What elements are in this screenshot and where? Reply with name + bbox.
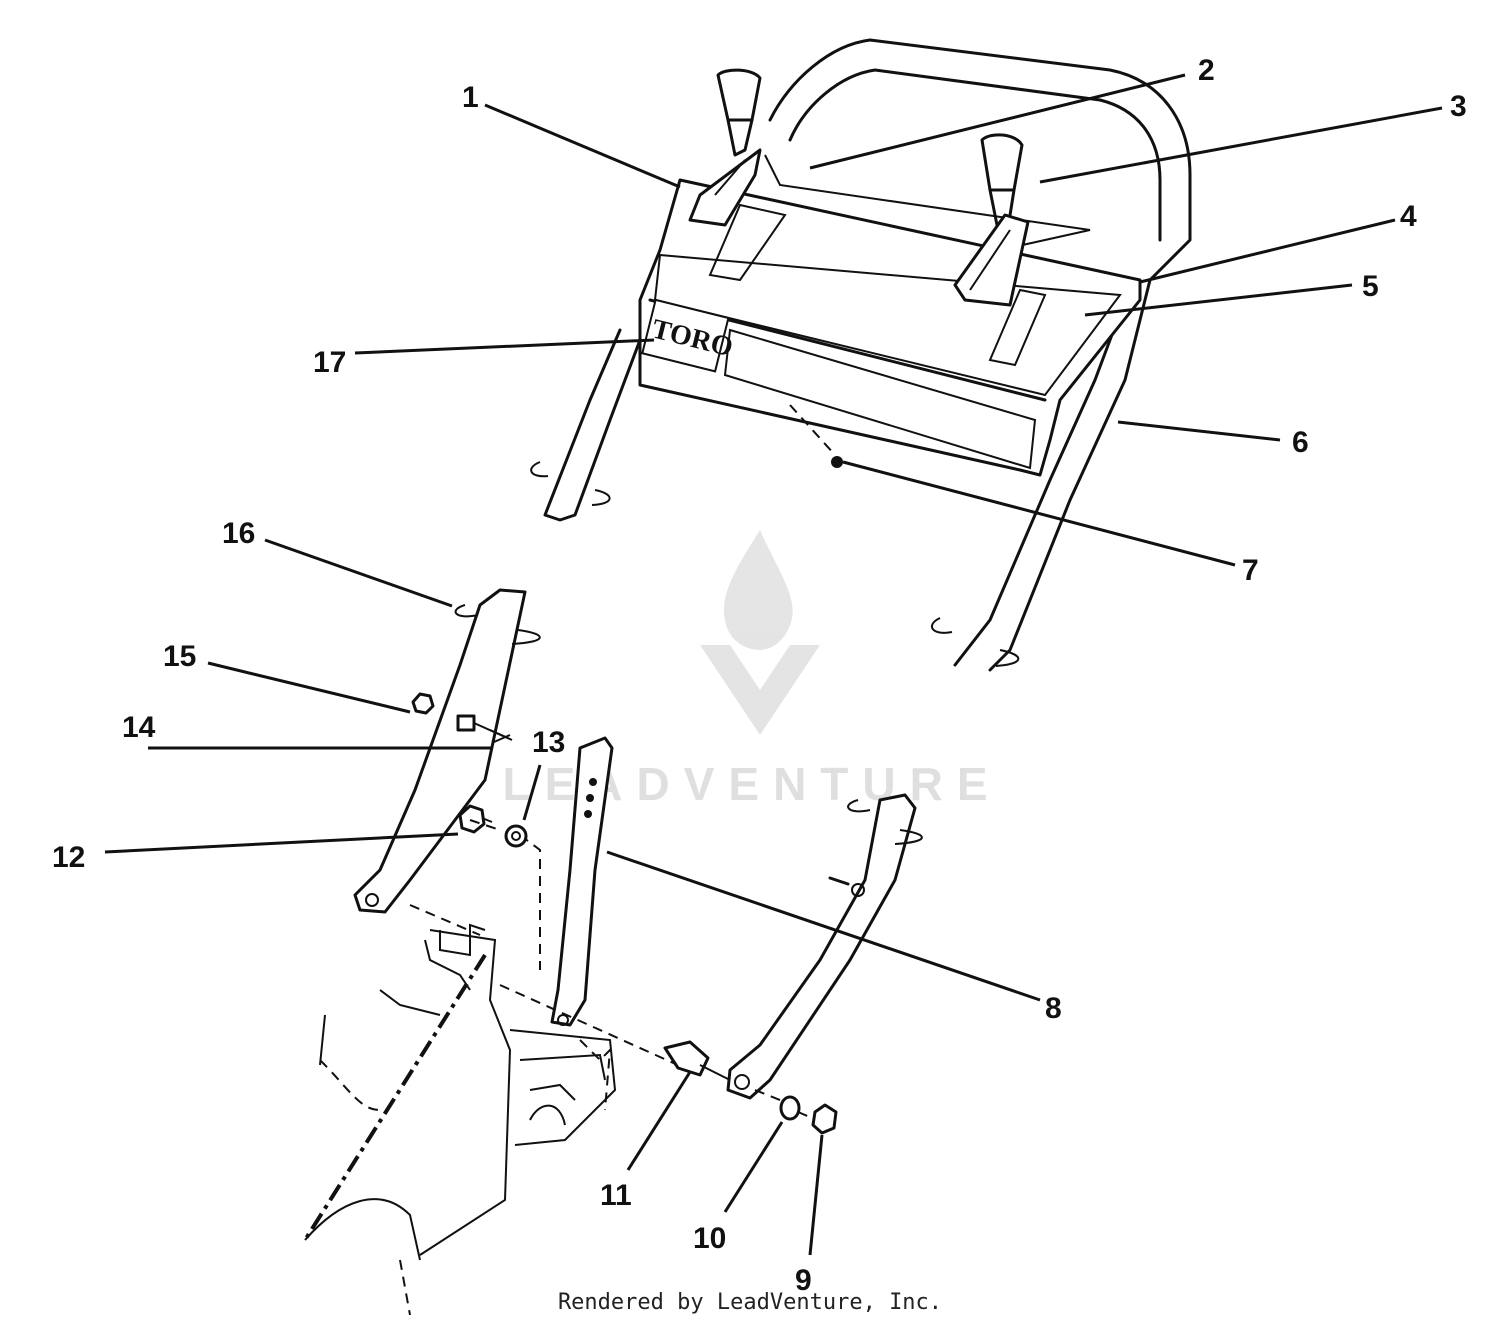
leader-lines (104, 73, 1443, 1256)
callout-16: 16 (222, 517, 255, 550)
lower-handle-right (726, 793, 923, 1100)
callout-15: 15 (163, 640, 196, 673)
nut-9 (811, 1103, 838, 1135)
washer-13 (504, 824, 528, 848)
callout-4: 4 (1400, 200, 1417, 233)
washer-10 (779, 1095, 801, 1121)
callout-3: 3 (1450, 90, 1467, 123)
screw-7 (831, 456, 843, 468)
callout-13: 13 (532, 726, 565, 759)
callout-2: 2 (1198, 54, 1215, 87)
bolt-14 (456, 714, 476, 732)
bolt-12 (458, 804, 486, 834)
callout-10: 10 (693, 1222, 726, 1255)
callout-5: 5 (1362, 270, 1379, 303)
callout-12: 12 (52, 841, 85, 874)
callout-numbers: 1 2 3 4 5 6 7 8 9 10 11 12 13 14 15 16 1… (52, 54, 1467, 1297)
callout-17: 17 (313, 346, 346, 379)
callout-6: 6 (1292, 426, 1309, 459)
left-lever (688, 68, 762, 227)
upper-handle (530, 38, 1192, 672)
callout-1: 1 (462, 81, 479, 114)
handle-brace (550, 736, 614, 1027)
render-credit: Rendered by LeadVenture, Inc. (557, 1290, 943, 1315)
fasteners (411, 692, 838, 1135)
callout-9: 9 (795, 1264, 812, 1297)
callout-14: 14 (122, 711, 156, 744)
callout-8: 8 (1045, 992, 1062, 1025)
nut-15 (411, 692, 435, 715)
right-lever (953, 133, 1030, 307)
shoulder-bolt-11 (663, 1040, 710, 1077)
callout-11: 11 (600, 1179, 632, 1212)
lower-handle-left (353, 588, 541, 914)
callout-7: 7 (1242, 554, 1259, 587)
